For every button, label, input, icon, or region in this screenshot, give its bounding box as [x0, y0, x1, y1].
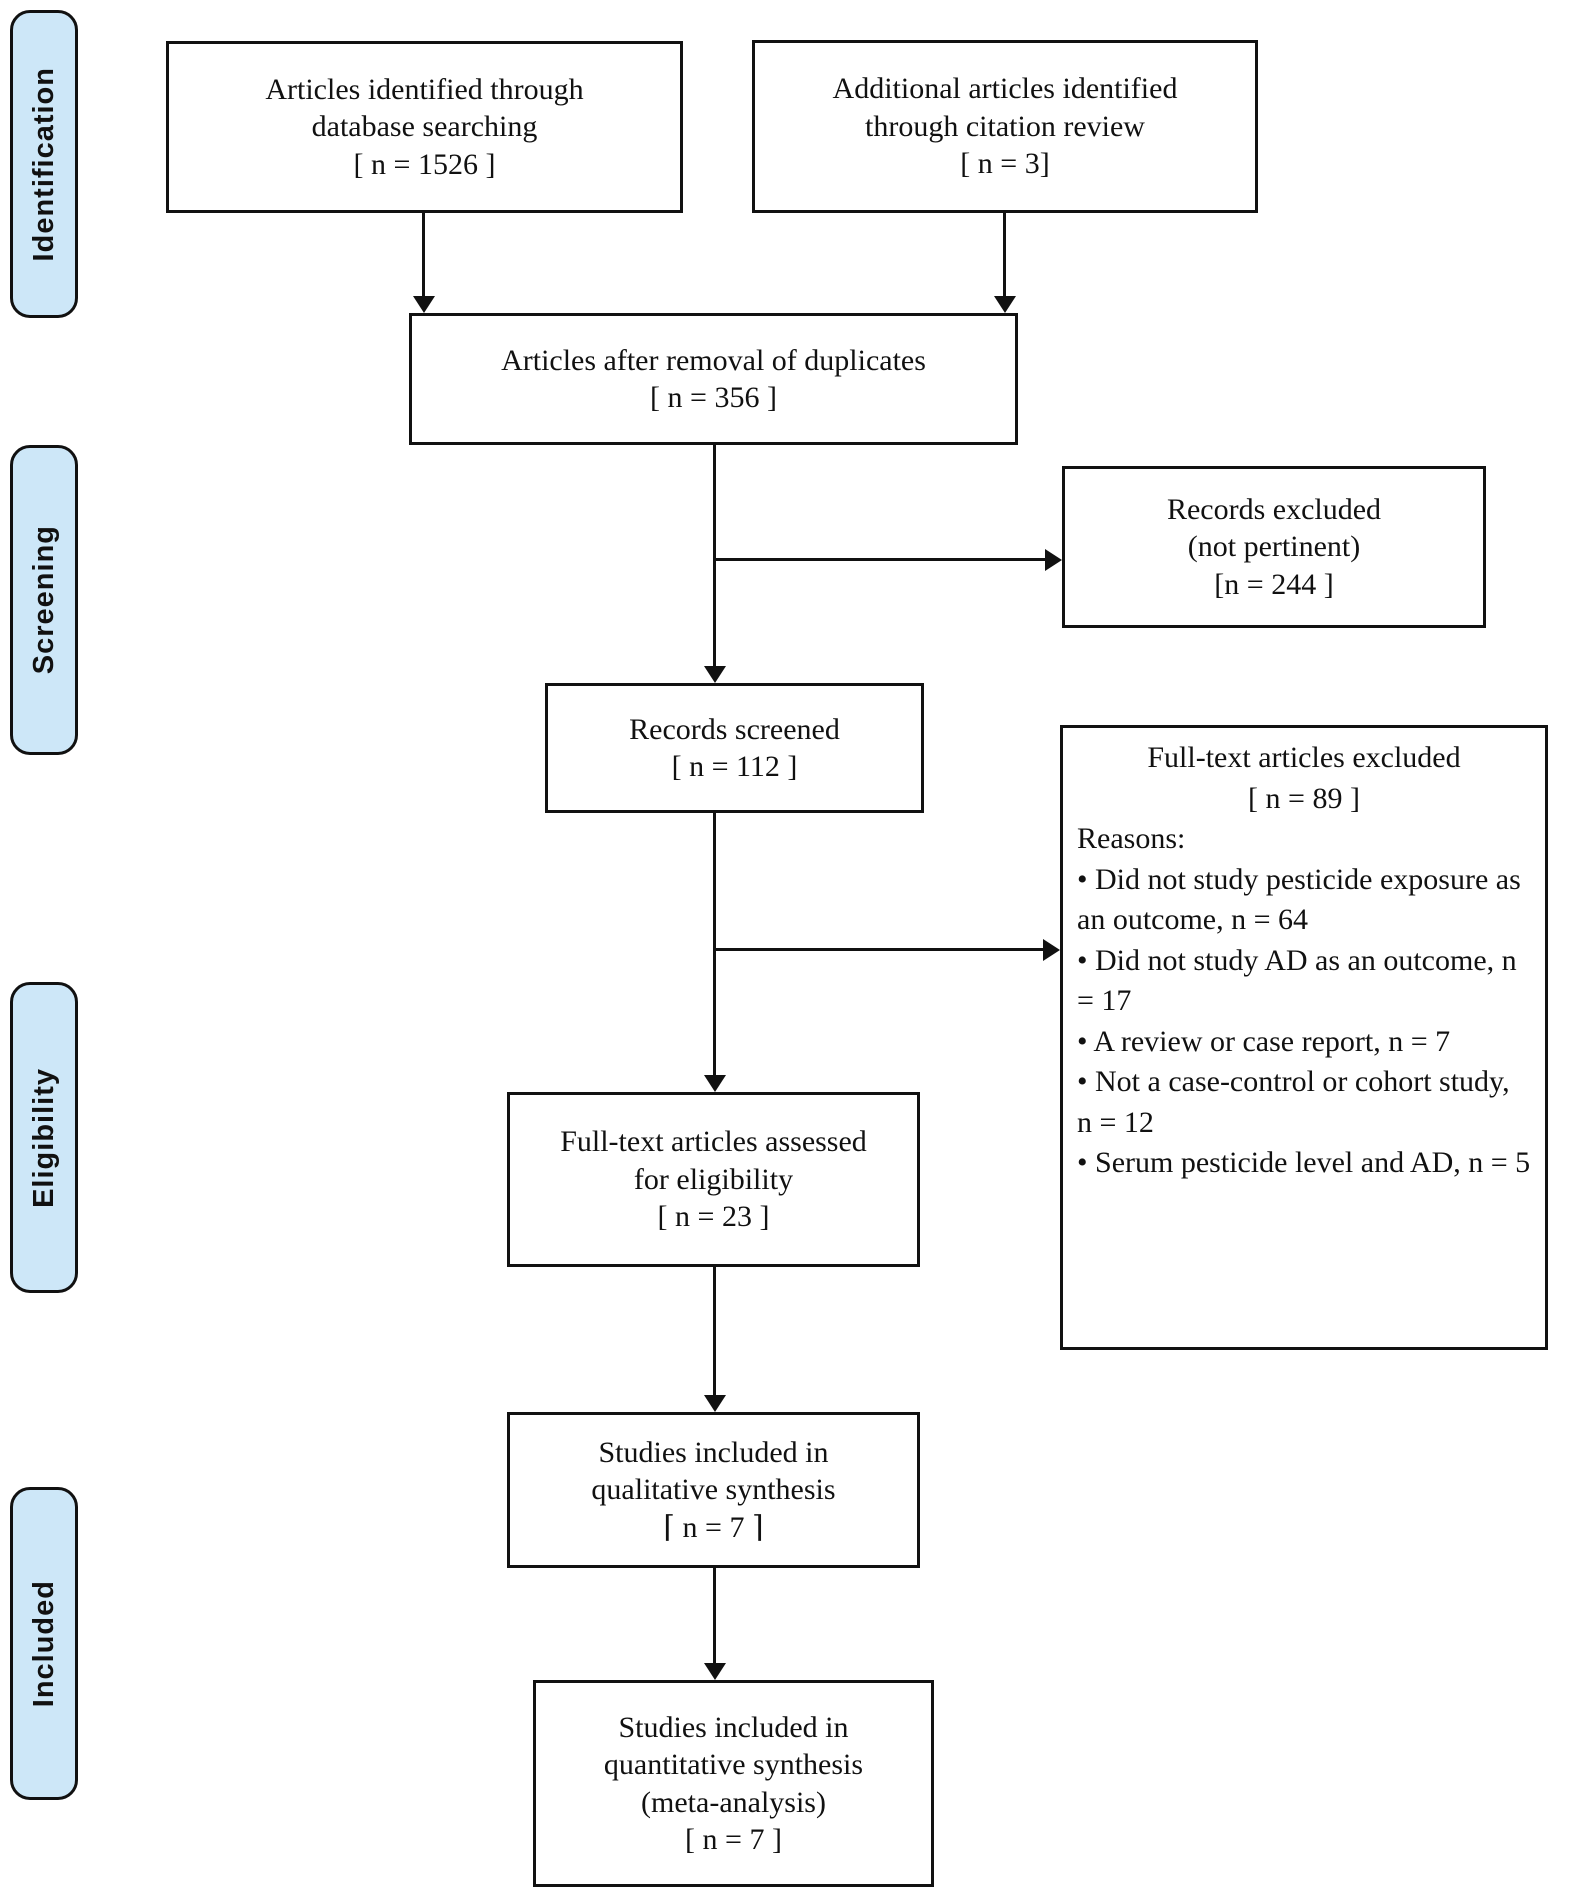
stage-identification: Identification	[10, 10, 78, 318]
stage-eligibility-label: Eligibility	[27, 1067, 60, 1208]
box-text-line: quantitative synthesis	[603, 1748, 864, 1781]
box-text-line: Studies included in	[618, 1710, 849, 1744]
arrow-identified-database-arrowhead	[413, 296, 435, 313]
box-text-line: Additional articles identified	[832, 72, 1178, 106]
arrow-branch-records-excluded-arrowhead	[1045, 549, 1062, 571]
box-text-line: [ n = 356 ]	[650, 381, 777, 414]
arrow-identified-citation-down	[1003, 213, 1006, 297]
box-text-line: Studies included in	[598, 1435, 829, 1469]
box-text-line: [ n = 89 ]	[1248, 781, 1360, 815]
box-text-line: [ n = 112 ]	[671, 750, 798, 783]
box-text-line: Full-text articles assessed	[560, 1125, 867, 1159]
arrow-branch-records-excluded	[715, 558, 1045, 561]
arrow-duplicates-to-screened-arrowhead	[704, 666, 726, 683]
box-fulltext-excluded: Full-text articles excluded [ n = 89 ] R…	[1060, 725, 1548, 1350]
box-text-line: [ n = 3]	[960, 147, 1050, 181]
box-text-line: database searching	[311, 110, 538, 144]
arrow-identified-database-down	[422, 213, 425, 297]
box-text-line: qualitative synthesis	[591, 1473, 836, 1507]
box-text-line: Full-text articles excluded	[1147, 741, 1461, 774]
stage-screening-label: Screening	[27, 525, 60, 675]
box-text-line: through citation review	[865, 109, 1145, 143]
box-text-line: [n = 244 ]	[1214, 567, 1334, 601]
box-text-line: Records screened	[629, 712, 840, 746]
stage-screening: Screening	[10, 445, 78, 755]
arrow-screened-to-assessed	[713, 813, 716, 1076]
exclusion-reason: • Not a case-control or cohort study, n …	[1077, 1065, 1510, 1139]
arrow-identified-citation-arrowhead	[994, 296, 1016, 313]
arrow-qualitative-to-quantitative	[713, 1568, 716, 1664]
box-text-line: [ n = 1526 ]	[353, 147, 496, 181]
box-records-screened: Records screened [ n = 112 ]	[545, 683, 924, 813]
box-identified-database: Articles identified through database sea…	[166, 41, 683, 213]
stage-included-label: Included	[27, 1579, 60, 1708]
box-text-line: ⌈ n = 7 ⌉	[663, 1510, 764, 1544]
box-fulltext-assessed: Full-text articles assessed for eligibil…	[507, 1092, 920, 1267]
box-text-line: Records excluded	[1166, 492, 1382, 526]
arrow-assessed-to-qualitative-arrowhead	[704, 1395, 726, 1412]
stage-identification-label: Identification	[27, 66, 60, 262]
exclusion-reason: • Did not study pesticide exposure as an…	[1077, 862, 1521, 937]
box-text-line: (not pertinent)	[1187, 530, 1361, 564]
box-text-line: [ n = 23 ]	[657, 1200, 770, 1234]
box-identified-citation: Additional articles identified through c…	[752, 40, 1258, 213]
box-text-line: for eligibility	[633, 1162, 794, 1196]
box-after-duplicates: Articles after removal of duplicates [ n…	[409, 313, 1018, 445]
arrow-screened-to-assessed-arrowhead	[704, 1075, 726, 1092]
arrow-branch-fulltext-excluded	[715, 948, 1043, 951]
box-quantitative-synthesis: Studies included in quantitative synthes…	[533, 1680, 934, 1887]
exclusion-reason: • A review or case report, n = 7	[1077, 1024, 1451, 1058]
exclusion-reason: • Serum pesticide level and AD, n = 5	[1077, 1146, 1531, 1179]
arrow-assessed-to-qualitative	[713, 1267, 716, 1396]
box-text-line: (meta-analysis)	[641, 1785, 826, 1819]
box-text-line: Articles identified through	[265, 72, 584, 106]
arrow-qualitative-to-quantitative-arrowhead	[704, 1663, 726, 1680]
stage-eligibility: Eligibility	[10, 982, 78, 1293]
box-text-line: [ n = 7 ]	[685, 1823, 782, 1856]
exclusion-reason: • Did not study AD as an outcome, n = 17	[1077, 943, 1517, 1018]
arrow-branch-fulltext-excluded-arrowhead	[1043, 939, 1060, 961]
box-text-line: Reasons:	[1077, 822, 1186, 855]
arrow-duplicates-to-screened	[713, 445, 716, 667]
box-text-line: Articles after removal of duplicates	[501, 343, 926, 377]
box-qualitative-synthesis: Studies included in qualitative synthesi…	[507, 1412, 920, 1568]
stage-included: Included	[10, 1487, 78, 1800]
box-records-excluded: Records excluded (not pertinent) [n = 24…	[1062, 466, 1486, 628]
